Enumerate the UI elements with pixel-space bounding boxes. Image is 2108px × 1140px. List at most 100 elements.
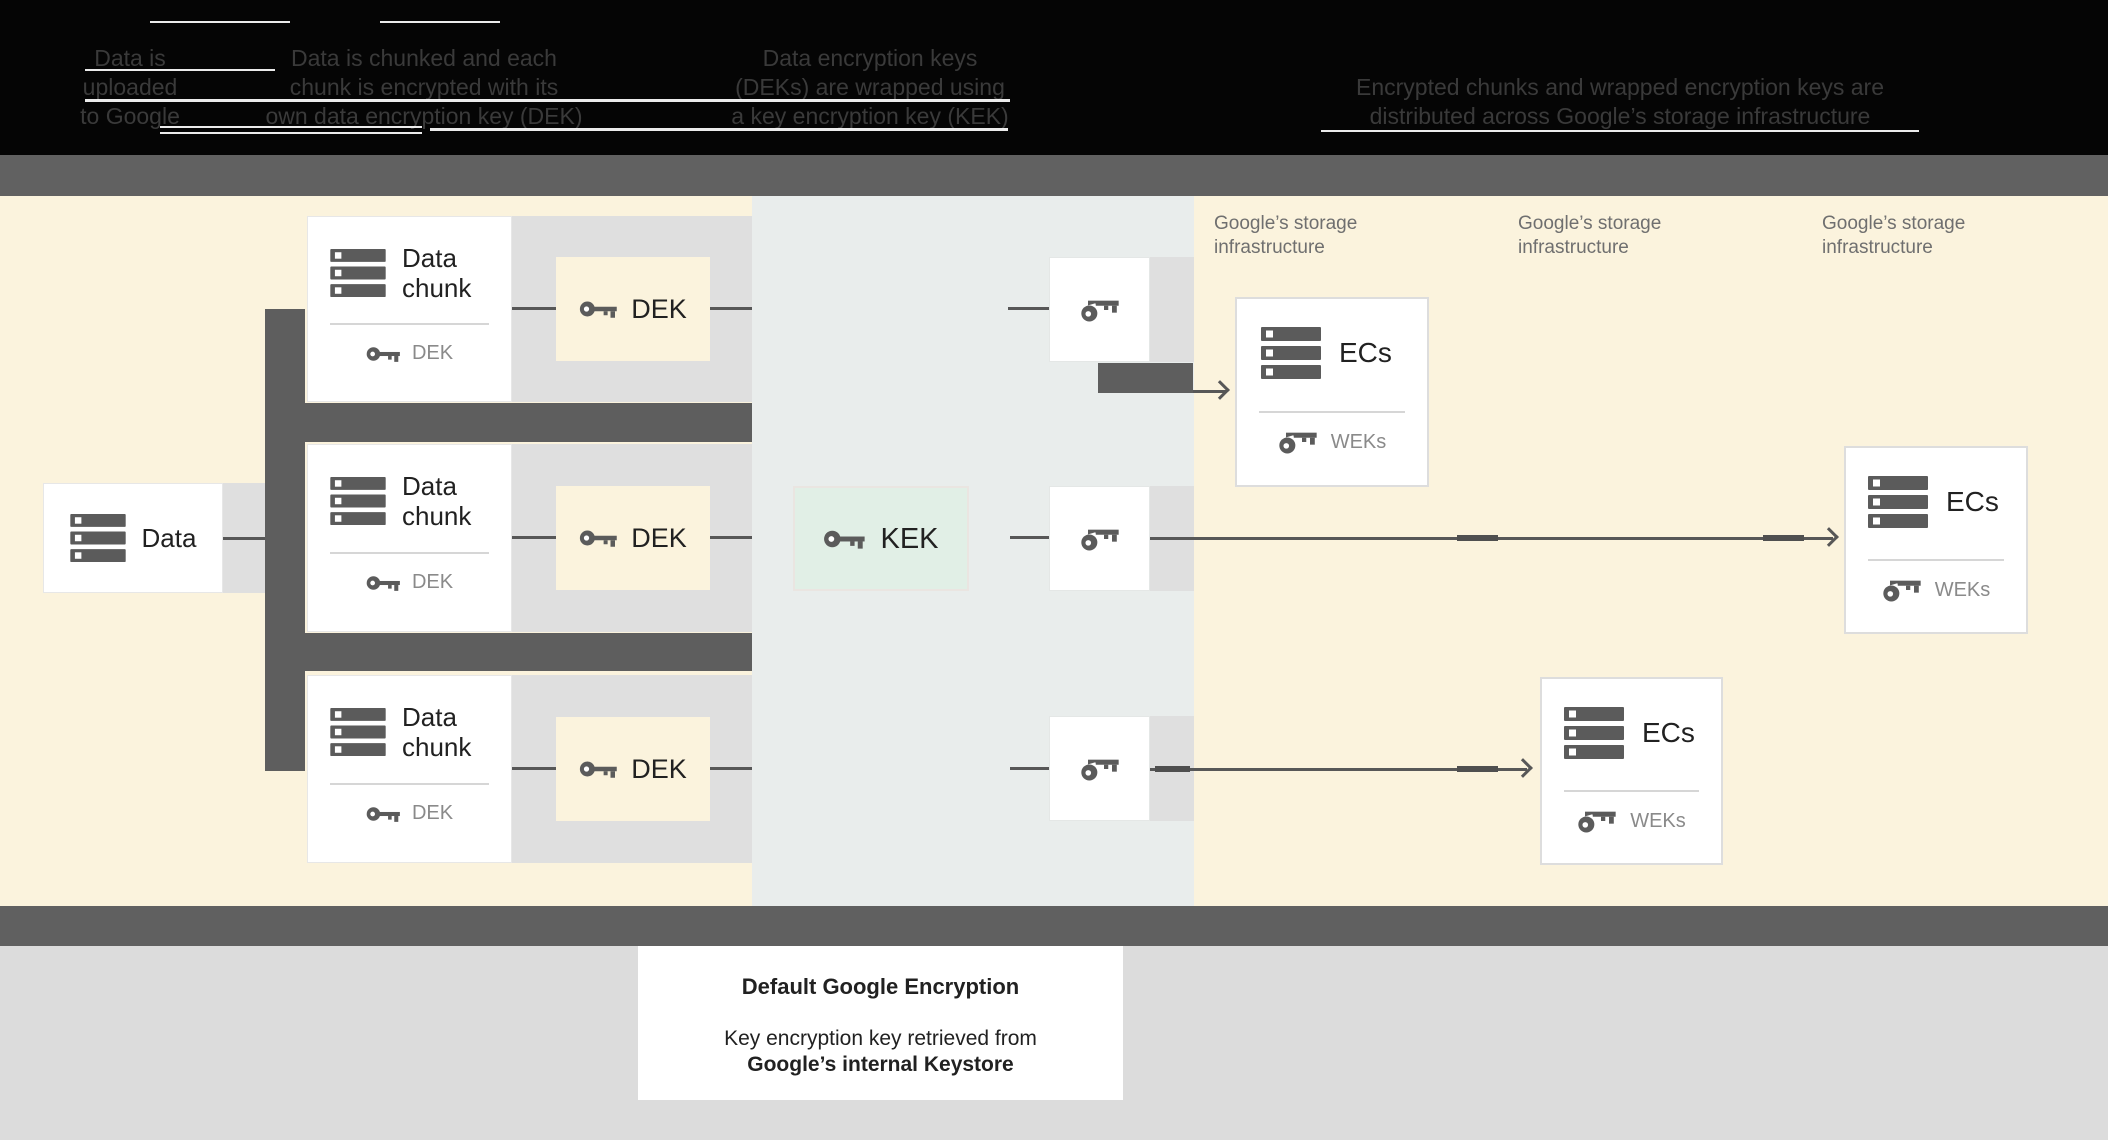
key-icon [579,299,617,319]
arrow-dash [1763,535,1804,541]
storage-label-line: Google’s storage [1518,213,1662,234]
dek-box-1: DEK [556,257,710,361]
step-text-line: to Google [80,103,180,129]
data-label: Data [141,523,197,553]
dek-label: DEK [631,754,687,784]
wrapped-key-icon [1080,756,1120,782]
redaction-streak [1321,130,1919,132]
dek-box-2: DEK [556,486,710,590]
arrow-dash [1457,766,1498,772]
connector-kek-key2 [1010,536,1049,539]
wrapped-key-icon [1577,807,1617,835]
step-text-line: distributed across Google’s storage infr… [1369,103,1871,129]
server-stack-icon [70,514,126,562]
ecs-label: ECs [1946,486,1999,517]
step-text-line: chunk is encrypted with its [289,74,559,100]
step-text-line: own data encryption key (DEK) [265,103,583,129]
key-icon [579,528,617,548]
weks-label: WEKs [1934,578,1991,601]
dek-label: DEK [631,294,687,324]
storage-label-line: infrastructure [1214,237,1325,258]
step-text-line: Data is [94,45,166,71]
wrapped-key-icon [1278,428,1318,456]
kek-label: KEK [880,522,939,555]
box-divider [1564,790,1699,792]
wrapped-key-icon [1080,297,1120,323]
step-text-line: Data is chunked and each [291,45,557,71]
wrapped-key-box-3 [1049,716,1150,821]
caption-title: Default Google Encryption [741,974,1020,999]
caption-body-line: Key encryption key retrieved from [724,1027,1037,1050]
step-text-line: uploaded [82,74,178,100]
step-text-line: (DEKs) are wrapped using [735,74,1005,100]
caption-box: Default Google Encryption Key encryption… [638,946,1123,1100]
redaction-streak [160,126,422,128]
box-divider [330,323,489,325]
box-divider [1868,559,2004,561]
redaction-streak [380,21,500,23]
server-stack-icon [1564,707,1624,759]
connector-chunk2-dek2 [512,536,556,539]
step-text-line: Encrypted chunks and wrapped encryption … [1355,74,1885,100]
step-text-line: a key encryption key (KEK) [731,103,1009,129]
storage-label-3: Google’s storage infrastructure [1822,212,2042,260]
arrow-dash [1457,535,1498,541]
storage-label-line: Google’s storage [1214,213,1358,234]
connector-data-to-split [223,537,265,540]
wrapped-key-icon [1080,526,1120,552]
split-trunk-bar [265,309,305,771]
dek-label: DEK [631,523,687,553]
step-distribute: Encrypted chunks and wrapped encryption … [1300,73,1940,131]
ecs-label: ECs [1642,717,1695,748]
key-icon [823,528,865,550]
band-key-row-1 [1150,257,1194,362]
step-wrap: Data encryption keys (DEKs) are wrapped … [710,44,1030,131]
weks-label: WEKs [1330,430,1387,453]
key-icon [366,805,400,823]
wrapped-key-bar [1098,363,1193,393]
box-divider [1259,411,1405,413]
wrapped-key-box-2 [1049,486,1150,591]
server-stack-icon [330,708,386,756]
storage-label-1: Google’s storage infrastructure [1214,212,1434,260]
storage-label-2: Google’s storage infrastructure [1518,212,1738,260]
storage-label-line: infrastructure [1518,237,1629,258]
redaction-streak [160,132,422,134]
server-stack-icon [330,249,386,297]
split-gap-bar-1 [265,403,752,442]
data-chunk-box-3: Data chunk DEK [307,675,512,863]
data-chunk-box-2: Data chunk DEK [307,444,512,632]
arrow-line-ecs1 [1193,390,1227,393]
server-stack-icon [1868,476,1928,528]
chunk-label: Data chunk [402,471,472,531]
connector-panel-key3 [1010,767,1049,770]
chunk-dek-label: DEK [411,571,454,593]
server-stack-icon [1261,327,1321,379]
dek-box-3: DEK [556,717,710,821]
box-divider [330,552,489,554]
connector-chunk1-dek1 [512,307,556,310]
top-divider-bar [0,155,2108,196]
ecs-box-1: ECs WEKs [1235,297,1429,487]
kek-box: KEK [793,486,969,591]
chunk-dek-label: DEK [411,342,454,364]
key-icon [366,345,400,363]
key-icon [579,759,617,779]
redaction-streak [85,69,275,71]
arrow-dash [1155,766,1190,772]
step-upload: Data is uploaded to Google [0,44,260,131]
key-icon [366,574,400,592]
server-stack-icon [330,477,386,525]
chunk-dek-label: DEK [411,802,454,824]
ecs-label: ECs [1339,337,1392,368]
split-gap-bar-2 [265,633,752,671]
data-box: Data [43,483,223,593]
wrapped-key-icon [1882,576,1922,604]
step-chunk: Data is chunked and each chunk is encryp… [254,44,594,131]
redaction-streak [85,99,1010,102]
data-chunk-box-1: Data chunk DEK [307,216,512,402]
redaction-streak [150,21,290,23]
storage-label-line: infrastructure [1822,237,1933,258]
connector-chunk3-dek3 [512,767,556,770]
